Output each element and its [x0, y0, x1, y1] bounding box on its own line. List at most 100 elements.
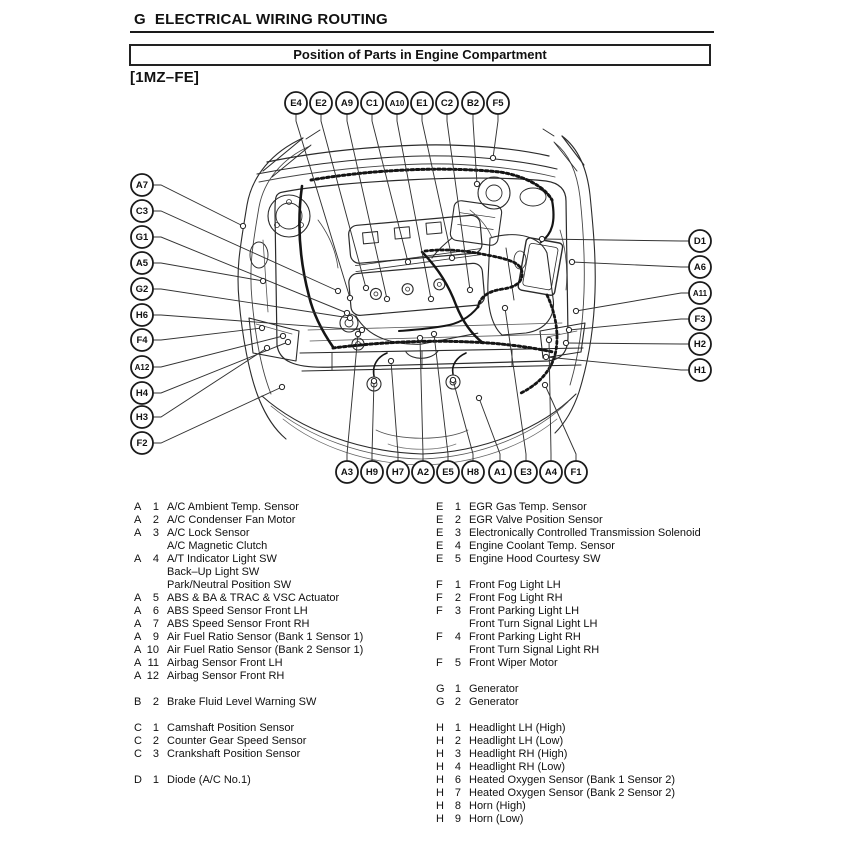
legend-entry-code: C [134, 748, 142, 760]
connector-dot [346, 294, 354, 302]
leader-line [421, 114, 453, 259]
callout-label-A5: A5 [136, 258, 149, 269]
callout-label-B2: B2 [467, 98, 479, 109]
legend-entry-text: Airbag Sensor Front LH [167, 657, 283, 669]
legend-entry-text: Counter Gear Speed Sensor [167, 735, 307, 747]
legend-entry-text: Generator [469, 683, 519, 695]
connector-dot [572, 307, 580, 315]
callout-H4 [130, 381, 154, 405]
legend-entry-code [436, 618, 448, 631]
leader-line [153, 184, 244, 227]
legend-entry-text: ABS Speed Sensor Front RH [167, 618, 310, 630]
connector-dot [565, 326, 573, 334]
engine-art [317, 200, 568, 351]
legend-entry-number [146, 579, 159, 592]
callout-G1 [130, 225, 154, 249]
connector-dot [427, 295, 435, 303]
leader-line [452, 379, 474, 461]
leader-line [433, 333, 449, 461]
legend-entry-number: 1 [152, 722, 159, 734]
legend-entry-number: 4 [454, 540, 461, 552]
legend-entry-text: Electronically Controlled Transmission S… [469, 527, 701, 539]
callout-A1 [488, 460, 512, 484]
legend-entry-number: 2 [152, 696, 159, 708]
legend-entry-code [134, 540, 146, 553]
leader-line [446, 114, 471, 291]
connector-dot [466, 286, 474, 294]
subtitle-box: Position of Parts in Engine Compartment [129, 44, 711, 66]
legend-entry-line: Park/Neutral Position SW [134, 579, 434, 592]
leader-line [153, 262, 264, 282]
connector-dot [259, 277, 267, 285]
callout-E3 [514, 460, 538, 484]
legend-entry-number: 1 [454, 501, 461, 513]
legend-entry-code: H [436, 787, 444, 799]
callout-label-E2: E2 [315, 98, 327, 109]
legend-entry-text: A/C Magnetic Clutch [167, 540, 268, 552]
connector-dot [501, 304, 509, 312]
leader-line [545, 356, 689, 371]
callout-H1 [688, 358, 712, 382]
callout-leader-lines [153, 114, 689, 461]
legend-entry-code: F [436, 657, 443, 669]
leader-line [153, 386, 283, 444]
leader-line [153, 347, 268, 418]
legend-entry-number: 5 [152, 592, 159, 604]
legend-entry-number: 6 [152, 605, 159, 617]
wiring-harness-art [298, 167, 559, 395]
leader-line [390, 360, 399, 461]
legend-entry-number [146, 540, 159, 553]
legend-entry-code: F [436, 605, 443, 617]
leader-line [295, 114, 351, 299]
callout-H2 [688, 332, 712, 356]
legend-entry-code: A [134, 605, 142, 617]
legend-entry-text: Front Fog Light RH [469, 592, 563, 604]
legend-entry-number: 8 [454, 800, 461, 812]
callout-G2 [130, 277, 154, 301]
leader-line [478, 397, 501, 461]
legend-entry-number: 10 [146, 644, 159, 656]
callout-label-E1: E1 [416, 98, 428, 109]
subtitle-text: Position of Parts in Engine Compartment [293, 47, 547, 62]
legend-entry-text: Camshaft Position Sensor [167, 722, 295, 734]
legend-entry-number: 1 [152, 501, 159, 513]
callout-A11 [688, 281, 712, 305]
callout-H8 [461, 460, 485, 484]
connector-dot [542, 353, 550, 361]
callout-label-H8: H8 [467, 467, 479, 478]
legend-entry-code: H [436, 722, 444, 734]
leader-line [371, 380, 375, 461]
connector-dot [354, 330, 362, 338]
legend-entry-text: Front Parking Light LH [469, 605, 580, 617]
legend-entry-line: A/C Magnetic Clutch [134, 540, 434, 553]
leader-line [346, 333, 359, 461]
connector-dot [448, 254, 456, 262]
legend-entry-code: H [436, 813, 444, 825]
legend-entry-number: 2 [454, 696, 461, 708]
callout-H3 [130, 405, 154, 429]
connector-dot [358, 326, 366, 334]
leader-line [544, 384, 577, 461]
callout-A10 [385, 91, 409, 115]
leader-line [153, 327, 263, 341]
legend-entry-text: Front Fog Light LH [469, 579, 561, 591]
legend-entry-number [448, 618, 461, 631]
legend-entry-text: Generator [469, 696, 519, 708]
leader-line [396, 114, 432, 300]
callout-H9 [360, 460, 384, 484]
legend-entry-code: E [436, 514, 444, 526]
legend-entry-code: G [436, 683, 445, 695]
